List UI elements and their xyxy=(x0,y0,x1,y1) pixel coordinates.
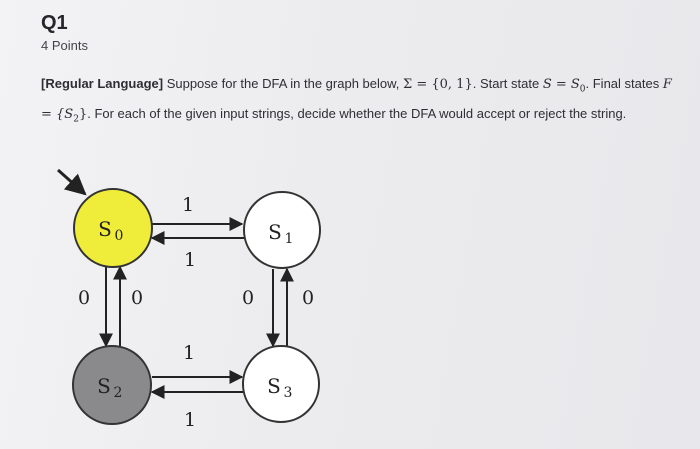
state-s0: S 0 xyxy=(73,188,153,268)
label-s2-s3: 1 xyxy=(183,342,195,364)
state-s1: S 1 xyxy=(243,191,321,269)
state-s3-circle xyxy=(242,345,320,423)
state-s1-label: S xyxy=(268,220,282,244)
final-states-close: } xyxy=(78,106,88,122)
state-s1-circle xyxy=(243,191,321,269)
state-s2-circle xyxy=(72,345,152,425)
final-states-sub: 2 xyxy=(73,114,79,125)
question-prompt: [Regular Language] Suppose for the DFA i… xyxy=(41,72,681,131)
label-s2-s0: 0 xyxy=(131,287,143,309)
start-arrow xyxy=(57,168,87,196)
state-s0-label: S xyxy=(98,217,112,241)
state-s3-sub: 3 xyxy=(284,385,293,401)
state-s2-label: S xyxy=(97,374,111,398)
state-s3: S 3 xyxy=(242,345,320,423)
final-states-expr: F = {S xyxy=(41,77,672,122)
start-label: . Start state xyxy=(472,76,543,91)
label-s3-s2: 1 xyxy=(184,409,196,431)
start-state-expr: S = S xyxy=(542,77,580,92)
label-s3-s1: 0 xyxy=(302,287,314,309)
alphabet-expr: Σ = {0, 1} xyxy=(403,77,473,92)
prompt-instructions: . For each of the given input strings, d… xyxy=(87,105,627,121)
state-s2: S 2 xyxy=(72,345,152,425)
final-label: . Final states xyxy=(585,76,663,91)
label-s1-s3: 0 xyxy=(242,287,254,309)
label-s1-s0: 1 xyxy=(184,249,196,271)
label-s0-s1: 1 xyxy=(182,194,194,216)
label-s0-s2: 0 xyxy=(78,287,90,309)
prompt-intro: Suppose for the DFA in the graph below, xyxy=(163,76,404,91)
question-title: Q1 xyxy=(41,12,68,34)
state-s2-sub: 2 xyxy=(114,385,123,401)
state-s0-circle xyxy=(73,188,153,268)
state-s1-sub: 1 xyxy=(285,231,294,247)
start-state-sub: 0 xyxy=(579,84,586,95)
state-s3-label: S xyxy=(267,374,281,398)
topic-tag: [Regular Language] xyxy=(41,76,164,91)
state-s0-sub: 0 xyxy=(115,228,124,244)
question-points: 4 Points xyxy=(41,38,88,53)
